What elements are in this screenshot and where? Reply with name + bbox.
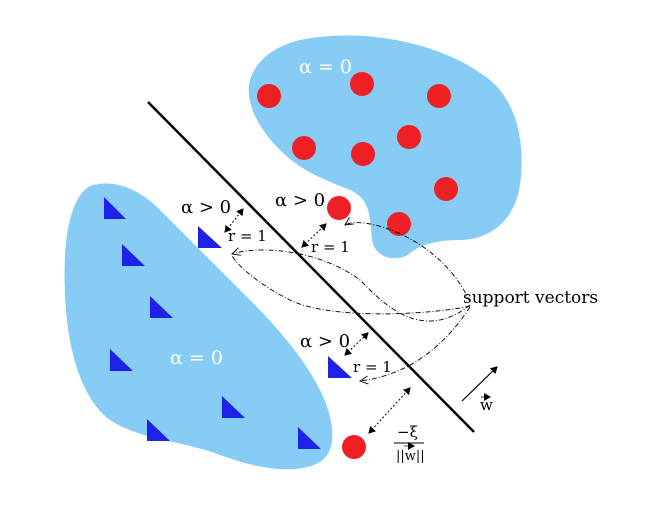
margin-arrow (301, 223, 327, 248)
alpha-zero-label-bottom: α = 0 (170, 347, 223, 369)
w-norm-denominator: ||w|| (396, 449, 425, 464)
circle-points (257, 72, 458, 459)
triangle-point (150, 296, 173, 318)
w-label-text: w (480, 396, 493, 414)
support-vector-pointers (231, 223, 471, 381)
circle-point (427, 84, 451, 108)
w-vector-label: w (480, 393, 493, 414)
alpha-positive-label: α > 0 (300, 331, 350, 352)
margin-arrow (344, 332, 369, 356)
triangle-point (298, 427, 321, 449)
r-equals-one-label: r = 1 (353, 358, 392, 376)
misclassified-circle (342, 435, 366, 459)
alpha-positive-label: α > 0 (181, 197, 231, 218)
triangle-points (104, 197, 352, 449)
r-equals-one-label: r = 1 (311, 238, 350, 256)
alpha-positive-label: α > 0 (275, 190, 325, 211)
alpha-zero-label-top: α = 0 (299, 56, 352, 78)
slack-fraction-label: −ξ ||w|| (394, 423, 425, 464)
triangle-point (104, 197, 126, 219)
circle-point (397, 125, 421, 149)
circle-point (350, 72, 374, 96)
class-region-triangles (64, 183, 333, 470)
pointer-curve (232, 250, 471, 322)
circle-point (257, 84, 281, 108)
w-vector-arrow (461, 366, 498, 402)
decision-boundary-line (147, 101, 475, 433)
triangle-point (110, 349, 133, 371)
pointer-curve (360, 306, 471, 381)
class-region-circles (248, 35, 522, 259)
triangle-point (147, 419, 170, 441)
xi-numerator: −ξ (397, 423, 418, 441)
support-vectors-label: support vectors (463, 288, 598, 308)
triangle-point (122, 244, 145, 266)
r-equals-one-label: r = 1 (228, 227, 267, 245)
support-vector-circle (327, 196, 351, 220)
margin-arrows (224, 208, 411, 434)
circle-point (351, 142, 375, 166)
circle-point (434, 177, 458, 201)
circle-point (387, 212, 411, 236)
support-vector-triangle (328, 356, 352, 378)
triangle-point (222, 396, 245, 418)
circle-point (292, 136, 316, 160)
margin-arrow (224, 208, 244, 233)
pointer-curve (345, 223, 471, 303)
pointer-curve (231, 255, 471, 315)
support-vector-triangle (198, 226, 222, 248)
